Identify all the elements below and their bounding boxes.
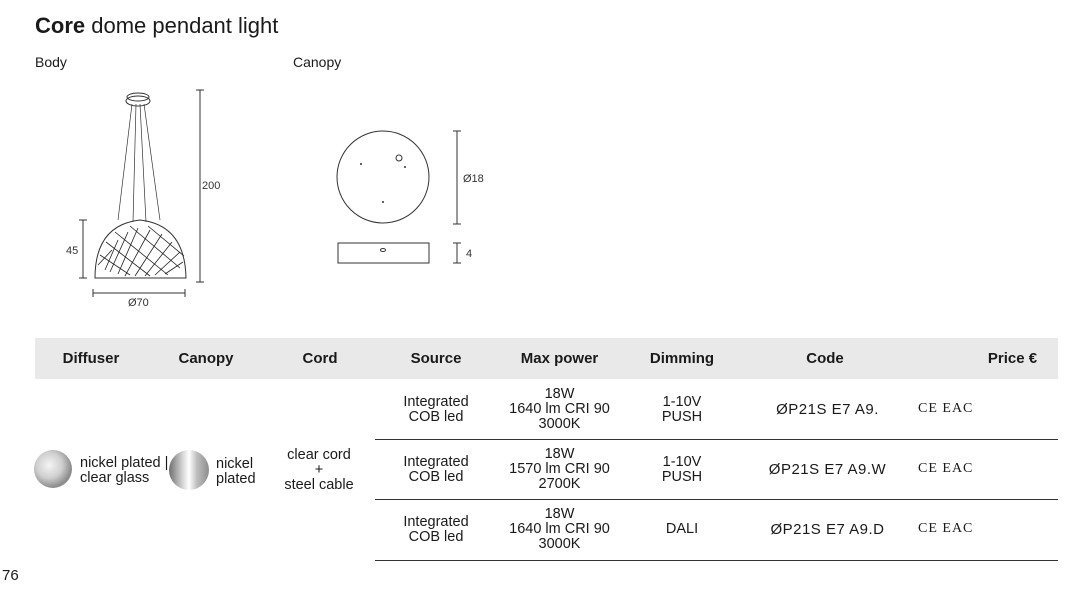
page-title: Core dome pendant light xyxy=(35,13,279,38)
header-source: Source xyxy=(410,350,462,367)
dome-pattern xyxy=(97,225,185,277)
row2-code: ØP21S E7 A9.W xyxy=(768,461,887,478)
dim-diameter: Ø70 xyxy=(128,297,149,309)
diffuser-swatch xyxy=(34,450,72,488)
row2-certification: CE EAC xyxy=(918,461,974,476)
row3-code: ØP21S E7 A9.D xyxy=(770,521,885,538)
canopy-drawing xyxy=(336,130,461,264)
row3-certification: CE EAC xyxy=(918,521,974,536)
page-number: 76 xyxy=(2,567,19,584)
dim-height: 200 xyxy=(202,180,220,192)
dim-dome-height: 45 xyxy=(66,245,78,257)
diffuser-text: nickel plated |clear glass xyxy=(80,455,169,486)
table-header: Diffuser Canopy Cord Source Max power Di… xyxy=(35,338,1058,379)
header-canopy: Canopy xyxy=(178,350,234,367)
dim-canopy-height: 4 xyxy=(466,248,472,260)
header-price: Price € xyxy=(987,350,1038,367)
pendant-body-drawing xyxy=(94,92,187,279)
header-code: Code xyxy=(806,350,844,367)
row-divider xyxy=(375,499,1058,500)
header-cord: Cord xyxy=(302,350,338,367)
row1-certification: CE EAC xyxy=(918,401,974,416)
body-label: Body xyxy=(35,54,67,70)
header-max-power: Max power xyxy=(520,350,599,367)
cord-text: clear cord+steel cable xyxy=(284,447,354,493)
canopy-swatch xyxy=(169,450,209,490)
row-divider xyxy=(375,439,1058,440)
technical-drawing: 200 45 Ø70 Ø18 4 xyxy=(66,89,484,309)
row1-code: ØP21S E7 A9. xyxy=(776,401,879,418)
header-diffuser: Diffuser xyxy=(62,350,120,367)
row3-dimming: DALI xyxy=(665,521,699,537)
row-divider xyxy=(375,560,1058,561)
header-dimming: Dimming xyxy=(649,350,715,367)
canopy-label: Canopy xyxy=(293,54,342,70)
dim-canopy-diameter: Ø18 xyxy=(463,173,484,185)
